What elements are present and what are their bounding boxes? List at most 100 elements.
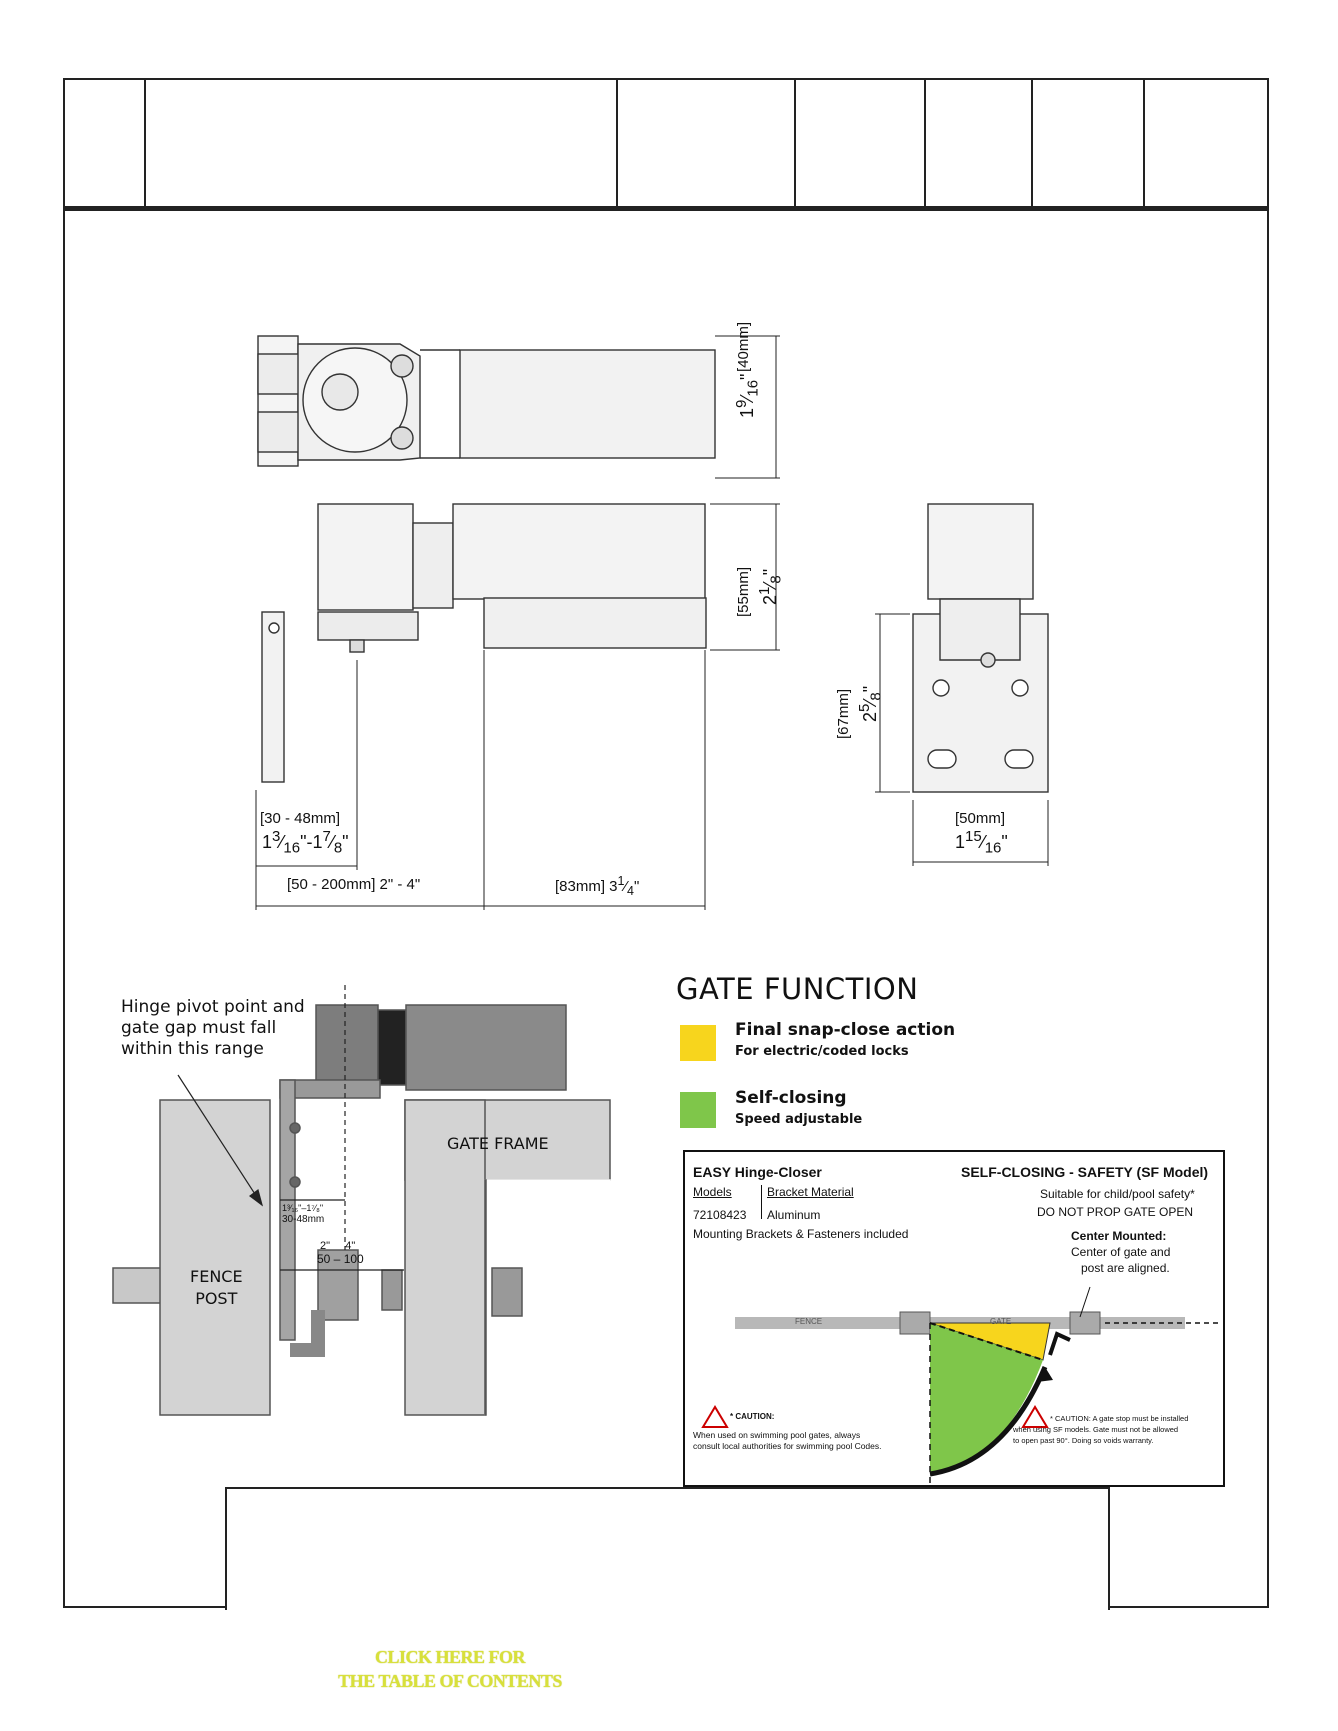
snap-close-swatch	[680, 1025, 716, 1061]
fence-post-line-2: POST	[195, 1289, 238, 1308]
dim-side-in-num: 5	[856, 703, 873, 712]
card-suitable: Suitable for child/pool safety*	[1040, 1187, 1195, 1201]
dim-side-in-den: 8	[867, 692, 885, 701]
fence-post	[159, 1099, 271, 1416]
dim-bracket-a-den: 16	[283, 839, 301, 857]
title-cell-5	[926, 78, 1033, 208]
dim-body-in-den: 8	[767, 575, 785, 584]
install-gap-mm: 50 – 100	[317, 1252, 364, 1266]
card-caution-left-1: When used on swimming pool gates, always	[693, 1430, 861, 1440]
card-model-no: 72108423	[693, 1208, 747, 1222]
card-col-divider	[761, 1185, 762, 1219]
self-closing-label: Self-closing	[735, 1088, 847, 1108]
dim-top-height-in: 19⁄16"	[733, 373, 762, 418]
fence-post-line-1: FENCE	[190, 1267, 243, 1286]
dim-body-height: [55mm]	[735, 567, 752, 617]
card-heading: SELF-CLOSING - SAFETY (SF Model)	[961, 1164, 1209, 1180]
card-center-1: Center of gate and	[1071, 1245, 1171, 1259]
card-center-2: post are aligned.	[1081, 1261, 1170, 1275]
dim-bracket-a-num: 3	[272, 828, 281, 845]
fence-post-label: FENCE POST	[190, 1266, 243, 1310]
card-product: EASY Hinge-Closer	[693, 1164, 822, 1180]
install-range-in: 1³⁄₁₆"–1⁷⁄₈"	[282, 1203, 324, 1213]
self-closing-sub: Speed adjustable	[735, 1112, 863, 1127]
card-col-material: Bracket Material	[767, 1185, 854, 1199]
dim-bracket-b-num: 7	[322, 828, 331, 845]
dim-side-width-den: 16	[984, 839, 1002, 857]
snap-close-sub: For electric/coded locks	[735, 1044, 909, 1059]
side-view-body	[927, 503, 1034, 600]
product-card: EASY Hinge-Closer SELF-CLOSING - SAFETY …	[683, 1150, 1225, 1487]
card-caution-left-title: * CAUTION:	[730, 1412, 775, 1421]
dim-side-height-in: 25⁄8"	[856, 685, 885, 722]
front-view-body	[452, 503, 706, 600]
card-no-prop: DO NOT PROP GATE OPEN	[1037, 1205, 1194, 1219]
dim-side-width-in: 115⁄16"	[955, 828, 1008, 857]
dim-body-length-num: 1	[617, 874, 625, 888]
dim-body-length-mm: [83mm] 3	[555, 878, 618, 895]
hinge-head	[315, 1004, 379, 1091]
card-fence-label: FENCE	[795, 1317, 823, 1326]
toc-line-1[interactable]: CLICK HERE FOR	[374, 1647, 526, 1667]
dim-body-height-in: 21⁄8"	[756, 568, 785, 605]
dim-side-width-whole: 1	[955, 832, 966, 852]
dim-bracket-range-in: 13⁄16"-17⁄8"	[262, 828, 349, 857]
title-cell-4	[796, 78, 926, 208]
card-center-title: Center Mounted:	[1071, 1229, 1167, 1243]
dim-top-in-num: 9	[733, 399, 750, 408]
card-caution-right-1: * CAUTION: A gate stop must be installed	[1050, 1414, 1189, 1423]
closer-body	[405, 1004, 567, 1091]
dim-side-height-mm: [67mm]	[835, 688, 852, 739]
callout-line-3: within this range	[121, 1039, 264, 1059]
title-cell-6	[1033, 78, 1145, 208]
dim-body-in-whole: 2	[760, 594, 780, 605]
dim-top-in-whole: 1	[737, 407, 757, 418]
toc-link[interactable]: CLICK HERE FOR THE TABLE OF CONTENTS	[300, 1645, 600, 1693]
title-cell-2	[146, 78, 618, 208]
dim-bracket-a-whole: 1	[262, 832, 273, 852]
callout-line-2: gate gap must fall	[121, 1018, 277, 1038]
gate-frame-label: GATE FRAME	[447, 1134, 549, 1153]
dim-side-width-num: 15	[965, 828, 982, 845]
top-view-body	[459, 349, 716, 459]
dim-side-width-mm: [50mm]	[955, 810, 1006, 827]
swing-diagram	[701, 1286, 1220, 1487]
card-col-models: Models	[693, 1185, 732, 1199]
post-bracket	[279, 1079, 296, 1341]
self-closing-swatch	[680, 1092, 716, 1128]
dim-body-length-den: 4	[627, 884, 634, 898]
title-cell-3	[618, 78, 796, 208]
title-rule	[63, 206, 1269, 211]
dim-top-in-den: 16	[744, 379, 762, 397]
card-included: Mounting Brackets & Fasteners included	[693, 1227, 909, 1241]
dim-span: [50 - 200mm] 2" - 4"	[287, 876, 421, 893]
dim-side-height: [67mm]	[835, 689, 852, 739]
card-gate-label: GATE	[990, 1317, 1012, 1326]
bottom-title-area	[225, 1487, 1110, 1610]
dim-top-height-mm: [40mm]	[735, 321, 752, 372]
title-cell-1	[63, 78, 146, 208]
dim-body-height-mm: [55mm]	[735, 566, 752, 617]
gate-frame-side	[404, 1099, 486, 1416]
card-caution-left-2: consult local authorities for swimming p…	[693, 1441, 882, 1451]
dim-side-in-whole: 2	[860, 711, 880, 722]
snap-close-label: Final snap-close action	[735, 1020, 956, 1040]
front-view-bracket	[261, 611, 285, 783]
card-material: Aluminum	[767, 1208, 821, 1222]
toc-line-2[interactable]: THE TABLE OF CONTENTS	[338, 1671, 562, 1691]
front-view-hinge	[317, 503, 414, 611]
install-callout: Hinge pivot point and gate gap must fall…	[121, 997, 311, 1060]
card-caution-right-2: when using SF models. Gate must not be a…	[1013, 1425, 1179, 1434]
install-range-mm: 30-48mm	[282, 1214, 325, 1225]
dim-top-height: [40mm]	[735, 300, 752, 372]
dim-body-in-num: 1	[756, 586, 773, 595]
dim-body-length: [83mm] 31⁄4"	[555, 874, 640, 898]
dim-bracket-b-den: 8	[333, 839, 343, 857]
dim-bracket-range-mm: [30 - 48mm]	[260, 810, 341, 827]
install-gap-in: 2" 4"	[320, 1240, 356, 1252]
callout-line-1: Hinge pivot point and	[121, 997, 305, 1017]
gate-function-title: GATE FUNCTION	[676, 972, 919, 1006]
card-caution-right-3: to open past 90°. Doing so voids warrant…	[1013, 1436, 1154, 1445]
title-block	[63, 78, 1269, 208]
